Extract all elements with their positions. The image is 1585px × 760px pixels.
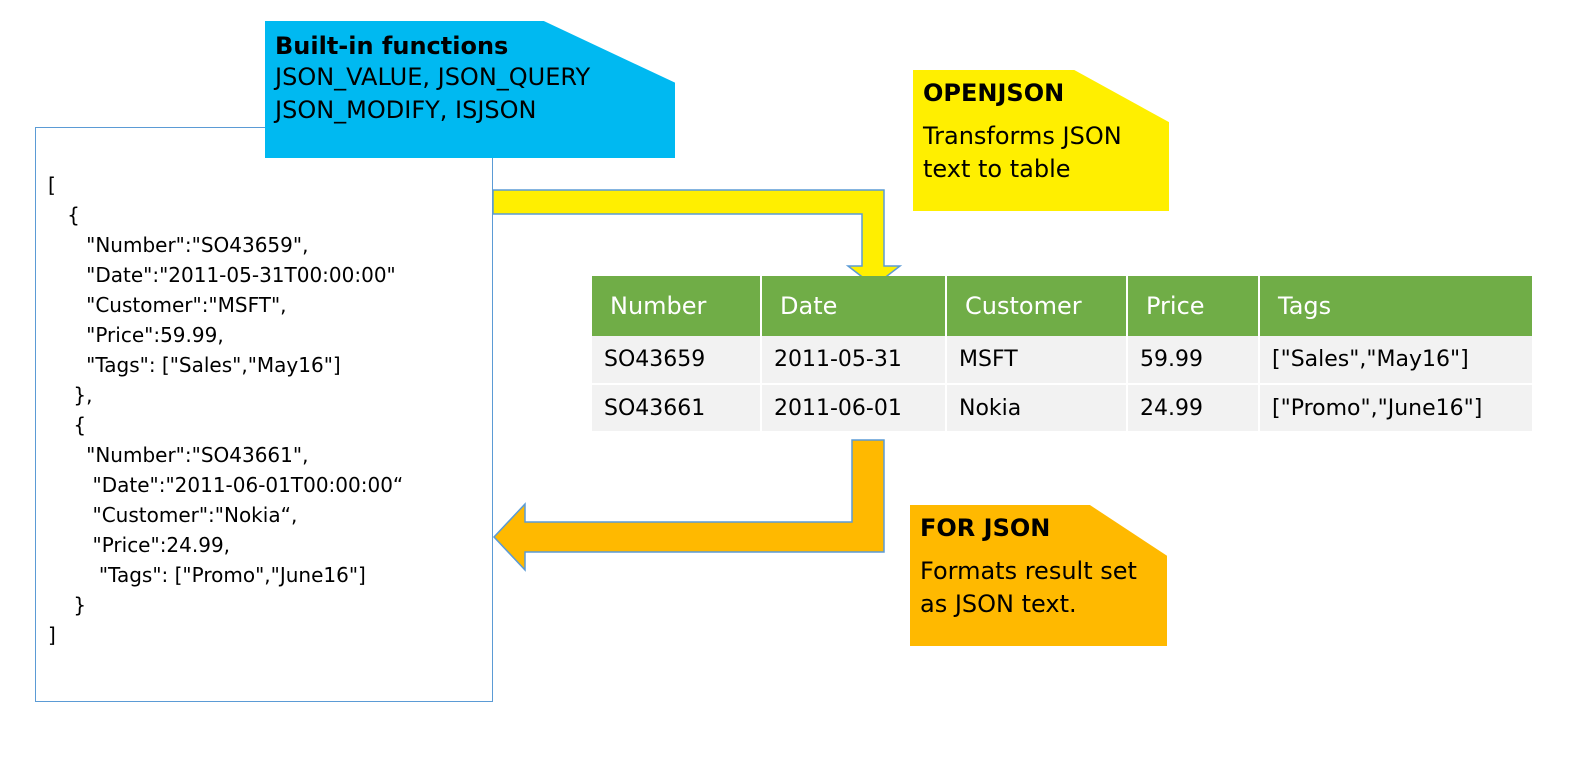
- table-cell: SO43661: [592, 384, 762, 433]
- json-line: "Date":"2011-05-31T00:00:00": [48, 263, 396, 287]
- column-header-date: Date: [761, 276, 947, 336]
- json-line: }: [48, 593, 87, 617]
- json-line: "Tags": ["Promo","June16"]: [48, 563, 366, 587]
- json-line: {: [48, 413, 87, 437]
- json-line: [: [48, 173, 56, 197]
- json-line: "Number":"SO43661",: [48, 443, 309, 467]
- json-line: "Number":"SO43659",: [48, 233, 309, 257]
- table-cell: Nokia: [946, 384, 1128, 433]
- result-table: Number Date Customer Price Tags SO43659 …: [592, 276, 1532, 433]
- note-title: FOR JSON: [920, 514, 1051, 542]
- json-line: ]: [48, 623, 56, 647]
- table-cell: 2011-05-31: [761, 336, 947, 385]
- json-line: },: [48, 383, 93, 407]
- json-line: "Date":"2011-06-01T00:00:00“: [48, 473, 404, 497]
- column-header-number: Number: [592, 276, 762, 336]
- table-cell: MSFT: [946, 336, 1128, 385]
- openjson-arrow: [492, 189, 903, 287]
- note-line: text to table: [923, 155, 1071, 183]
- json-document-box: [35, 127, 493, 702]
- forjson-arrow: [492, 439, 885, 572]
- column-header-price: Price: [1127, 276, 1260, 336]
- table-row: SO43661 2011-06-01 Nokia 24.99 ["Promo",…: [592, 384, 1532, 433]
- table-cell: 24.99: [1127, 384, 1260, 433]
- column-header-tags: Tags: [1259, 276, 1532, 336]
- json-line: "Customer":"MSFT",: [48, 293, 287, 317]
- openjson-note: OPENJSON Transforms JSON text to table: [913, 70, 1169, 211]
- note-title: Built-in functions: [275, 32, 509, 60]
- table-cell: 2011-06-01: [761, 384, 947, 433]
- json-line: "Price":24.99,: [48, 533, 231, 557]
- builtin-functions-note: Built-in functions JSON_VALUE, JSON_QUER…: [265, 21, 675, 158]
- table-cell: ["Promo","June16"]: [1259, 384, 1532, 433]
- json-line: "Customer":"Nokia“,: [48, 503, 298, 527]
- json-line: {: [48, 203, 80, 227]
- note-line: JSON_VALUE, JSON_QUERY: [275, 63, 591, 91]
- note-line: as JSON text.: [920, 590, 1077, 618]
- table-row: SO43659 2011-05-31 MSFT 59.99 ["Sales","…: [592, 336, 1532, 385]
- json-line: "Tags": ["Sales","May16"]: [48, 353, 341, 377]
- table-cell: ["Sales","May16"]: [1259, 336, 1532, 385]
- table-header-row: Number Date Customer Price Tags: [592, 276, 1532, 336]
- json-line: "Price":59.99,: [48, 323, 224, 347]
- note-line: Formats result set: [920, 557, 1137, 585]
- table-cell: SO43659: [592, 336, 762, 385]
- note-line: Transforms JSON: [923, 122, 1122, 150]
- forjson-note: FOR JSON Formats result set as JSON text…: [910, 505, 1167, 646]
- note-line: JSON_MODIFY, ISJSON: [275, 96, 537, 124]
- note-title: OPENJSON: [923, 79, 1065, 107]
- table-cell: 59.99: [1127, 336, 1260, 385]
- column-header-customer: Customer: [946, 276, 1128, 336]
